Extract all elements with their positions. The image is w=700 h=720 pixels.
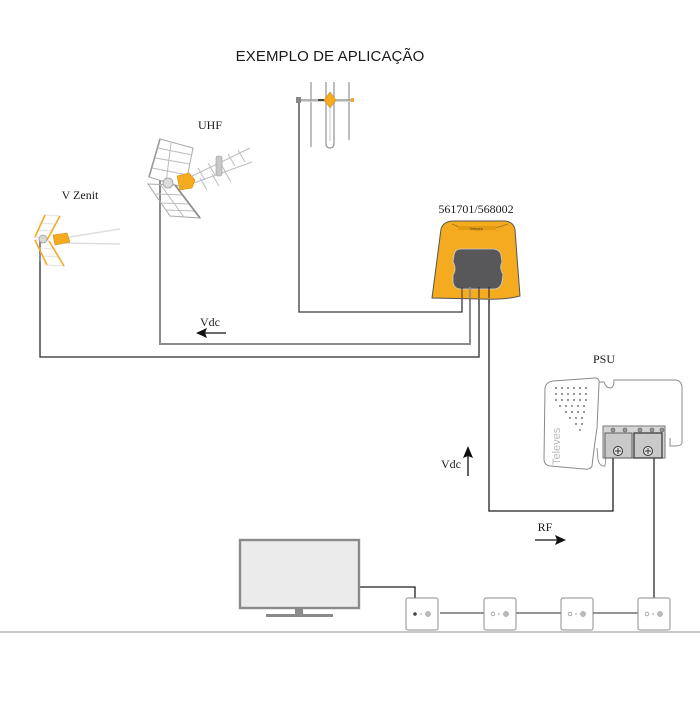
vdc-left-label: Vdc xyxy=(200,315,220,329)
tv-base xyxy=(266,614,333,617)
arrow-right-icon xyxy=(555,535,566,545)
cables xyxy=(39,99,655,614)
outlet[interactable] xyxy=(483,597,517,631)
amplifier-brand-mark: Televes xyxy=(469,226,483,231)
dipole-antenna[interactable] xyxy=(296,82,354,149)
vdc-up-label: Vdc xyxy=(441,457,461,471)
cable-amplifier-to-psu xyxy=(488,293,614,512)
terminal-screw-icon xyxy=(613,446,623,456)
vdc-up-indicator: Vdc xyxy=(441,446,473,476)
psu-vent-dots xyxy=(555,387,587,431)
amplifier-window xyxy=(452,248,504,290)
psu-label: PSU xyxy=(593,352,615,366)
cable-dipole-to-amplifier xyxy=(298,99,463,313)
outlet[interactable] xyxy=(637,597,671,631)
vzenit-label: V Zenit xyxy=(62,188,99,202)
vdc-left-indicator: Vdc xyxy=(196,315,226,338)
outlet[interactable] xyxy=(405,597,439,631)
uhf-label: UHF xyxy=(198,118,222,132)
cable-uhf-to-amplifier xyxy=(159,192,471,345)
psu[interactable]: Televes xyxy=(543,377,683,470)
psu-brand-label: Televes xyxy=(551,427,563,465)
amplifier[interactable]: Televes xyxy=(431,220,521,300)
outlet[interactable] xyxy=(560,597,594,631)
vzenit-antenna[interactable] xyxy=(34,214,121,267)
tv-neck xyxy=(295,609,303,615)
amplifier-label: 561701/568002 xyxy=(438,202,513,216)
rf-label: RF xyxy=(538,520,553,534)
cable-vzenit-to-amplifier xyxy=(39,252,480,358)
television[interactable] xyxy=(238,538,361,617)
rf-indicator: RF xyxy=(535,520,566,545)
terminal-screw-icon xyxy=(643,446,653,456)
uhf-orange-box-icon xyxy=(176,172,196,191)
arrow-left-icon xyxy=(196,328,207,338)
uhf-antenna[interactable] xyxy=(147,138,253,219)
diagram-title: EXEMPLO DE APLICAÇÃO xyxy=(236,48,425,65)
tv-screen xyxy=(238,538,361,610)
dipole-orange-box-icon xyxy=(323,91,337,109)
vzenit-orange-box-icon xyxy=(52,232,71,246)
arrow-up-icon xyxy=(463,446,473,458)
